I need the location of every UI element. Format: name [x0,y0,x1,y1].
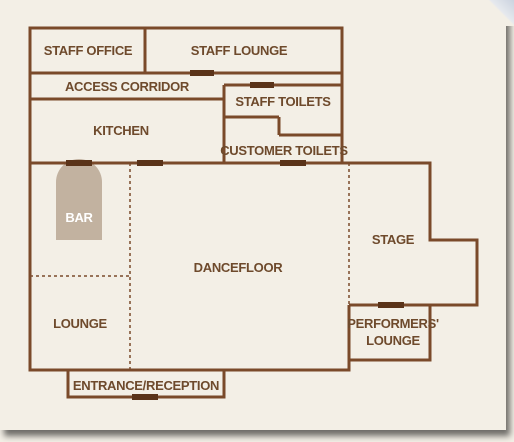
bar-counter[interactable] [56,159,102,240]
label-bar: BAR [65,210,93,225]
label-stage: STAGE [372,232,415,247]
label-staff-toilets: STAFF TOILETS [235,94,331,109]
label-staff-lounge: STAFF LOUNGE [191,43,288,58]
label-lounge: LOUNGE [53,316,107,331]
label-performers-lounge-line1: PERFORMERS' [347,316,439,331]
door-staff-toilets[interactable] [250,82,274,88]
label-dancefloor: DANCEFLOOR [194,260,284,275]
door-performers-lounge[interactable] [378,302,404,308]
door-entrance[interactable] [132,394,158,400]
label-access-corridor: ACCESS CORRIDOR [65,79,190,94]
door-kitchen-dancefloor[interactable] [137,160,163,166]
outer-walls [28,26,479,399]
page-curl [488,0,514,26]
label-kitchen: KITCHEN [93,123,149,138]
label-customer-toilets: CUSTOMER TOILETS [220,143,348,158]
dashed-boundaries [30,163,350,370]
door-customer-toilets[interactable] [280,160,306,166]
door-staff-lounge[interactable] [190,70,214,76]
doors [66,70,404,400]
label-entrance-reception: ENTRANCE/RECEPTION [73,378,219,393]
label-performers-lounge-line2: LOUNGE [366,333,420,348]
label-staff-office: STAFF OFFICE [44,43,133,58]
door-kitchen-bar[interactable] [66,160,92,166]
